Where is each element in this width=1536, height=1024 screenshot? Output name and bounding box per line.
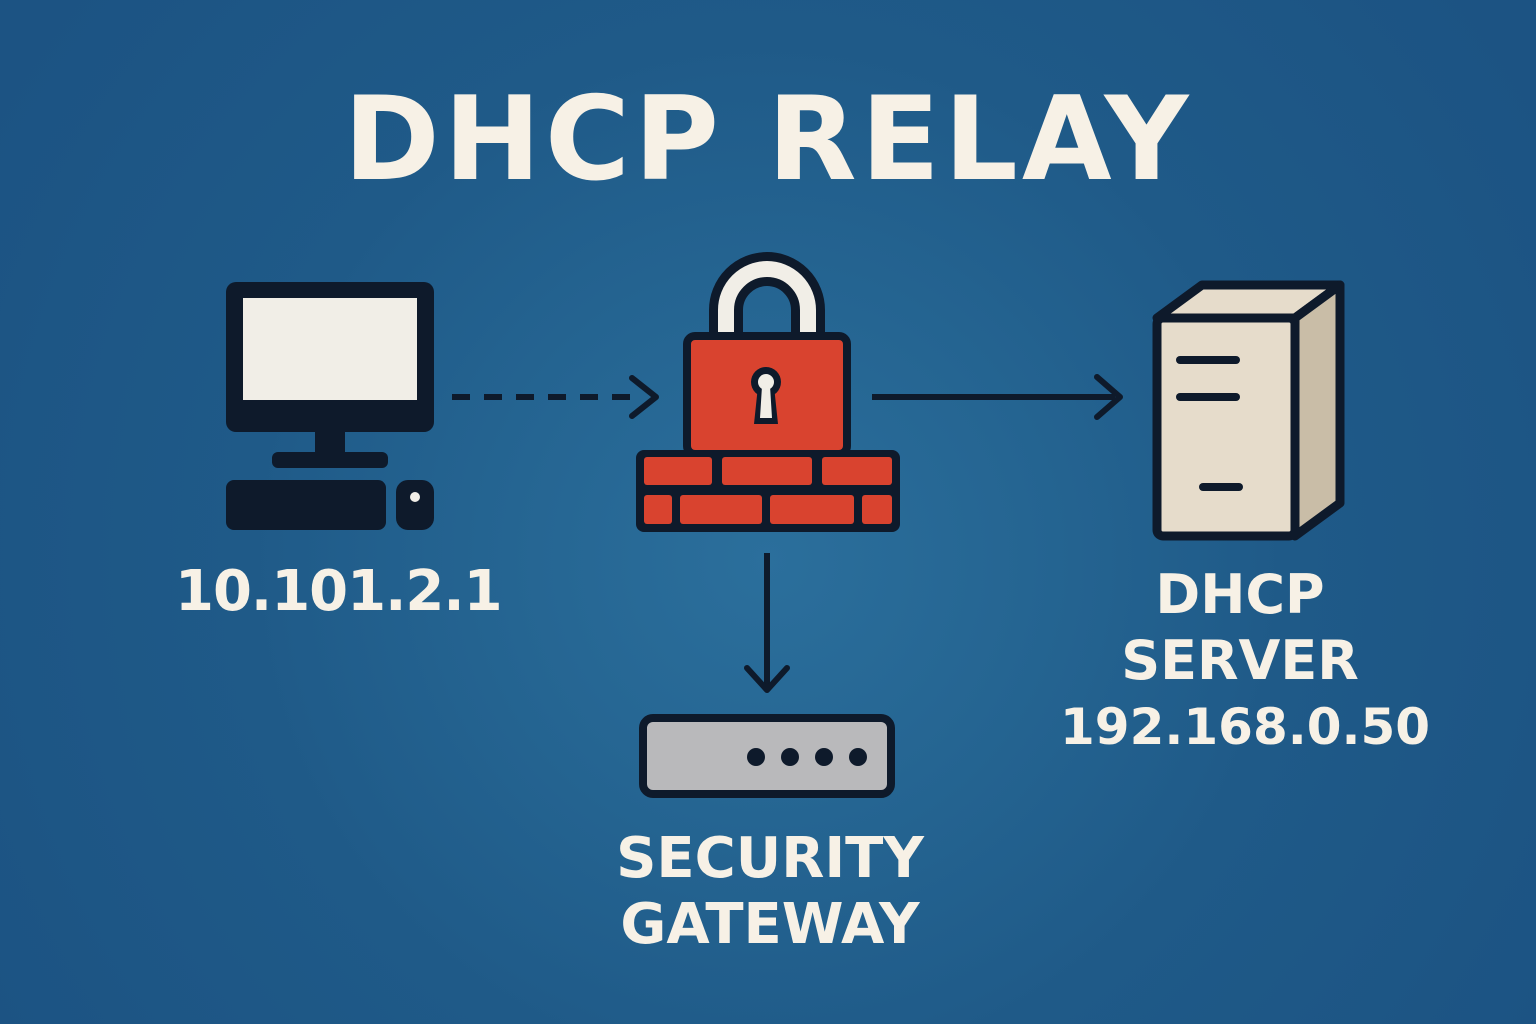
server-tower-icon bbox=[1152, 280, 1345, 541]
padlock-firewall-icon bbox=[636, 252, 900, 532]
gateway-label-line2: GATEWAY bbox=[620, 892, 920, 957]
server-ip-label: 192.168.0.50 bbox=[1060, 698, 1431, 756]
desktop-computer-icon bbox=[226, 282, 434, 530]
server-label-line1: DHCP bbox=[1155, 563, 1325, 626]
server-label-line2: SERVER bbox=[1121, 629, 1359, 692]
server-label: DHCP SERVER 192.168.0.50 bbox=[1060, 562, 1431, 760]
client-ip-label: 10.101.2.1 bbox=[175, 559, 503, 624]
edge-client-to-relay bbox=[452, 375, 659, 419]
edge-relay-to-server bbox=[872, 374, 1123, 420]
gateway-label: SECURITY GATEWAY bbox=[590, 826, 950, 958]
diagram-title: DHCP RELAY bbox=[343, 72, 1193, 207]
edge-relay-to-gateway bbox=[744, 553, 790, 693]
gateway-label-line1: SECURITY bbox=[616, 826, 924, 891]
network-device-icon bbox=[639, 714, 895, 798]
